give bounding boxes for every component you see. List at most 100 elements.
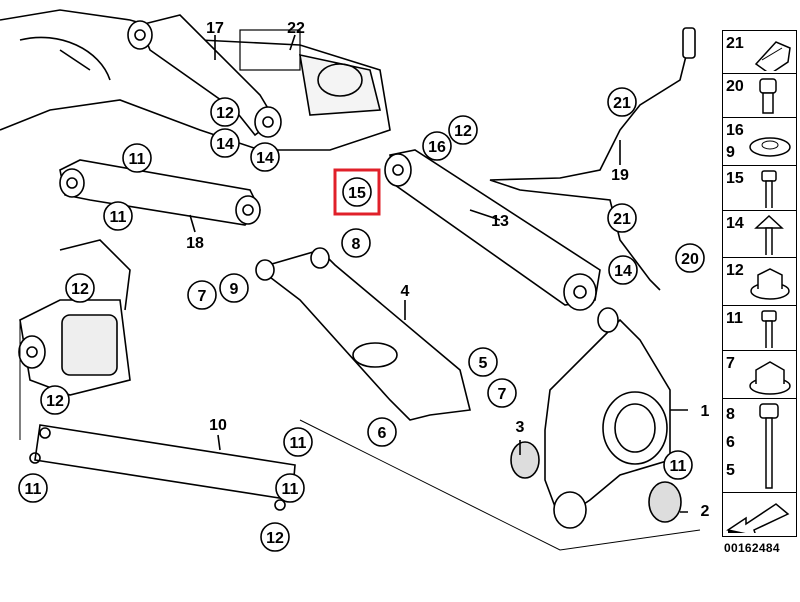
socket-cap-screw-icon	[759, 78, 777, 114]
legend-number: 16	[726, 122, 744, 139]
callout-14: 14	[608, 255, 638, 285]
legend-number: 7	[726, 355, 735, 372]
svg-text:12: 12	[454, 123, 472, 140]
callout-5: 5	[468, 347, 498, 377]
callout-11: 11	[18, 473, 48, 503]
legend-row-numbers: 8 6 5	[726, 401, 735, 485]
legend-number: 6	[726, 434, 735, 451]
callout-4: 4	[401, 283, 410, 300]
callout-11: 11	[122, 143, 152, 173]
legend-number: 9	[726, 144, 735, 161]
svg-text:8: 8	[352, 236, 361, 253]
legend-row-numbers: 20	[726, 76, 744, 98]
svg-text:11: 11	[282, 481, 299, 498]
callout-15: 15	[333, 168, 381, 216]
callout-17: 17	[206, 20, 224, 37]
legend-number: 20	[726, 78, 744, 95]
svg-text:20: 20	[681, 251, 699, 268]
svg-text:11: 11	[290, 435, 307, 452]
callout-7: 7	[487, 378, 517, 408]
callout-10: 10	[209, 417, 227, 434]
callout-11: 11	[283, 427, 313, 457]
legend-row: 20	[723, 74, 796, 118]
legend-number: 8	[726, 406, 735, 423]
legend-number: 15	[726, 170, 744, 187]
hex-bolt-icon	[761, 310, 777, 348]
svg-text:7: 7	[198, 288, 207, 305]
legend-number: 12	[726, 262, 744, 279]
callout-1: 1	[701, 403, 710, 420]
callout-12: 12	[210, 97, 240, 127]
self-locking-nut-icon	[749, 361, 791, 395]
legend-row-numbers: 7	[726, 353, 735, 375]
flange-nut-icon	[750, 268, 790, 300]
legend-row-numbers: 12	[726, 260, 744, 282]
svg-text:12: 12	[46, 393, 64, 410]
legend-row: 11	[723, 306, 796, 351]
legend-row: 14	[723, 211, 796, 258]
legend-row	[723, 493, 796, 536]
callout-11: 11	[103, 201, 133, 231]
legend-row-numbers: 11	[726, 308, 743, 330]
svg-text:11: 11	[129, 151, 146, 168]
callout-21: 21	[607, 87, 637, 117]
part-sketches	[0, 9, 701, 551]
callout-11: 11	[663, 450, 693, 480]
long-hex-bolt-icon	[759, 403, 779, 489]
callout-12: 12	[448, 115, 478, 145]
callout-7: 7	[187, 280, 217, 310]
callout-6: 6	[367, 417, 397, 447]
svg-text:5: 5	[479, 355, 488, 372]
callout-11: 11	[275, 473, 305, 503]
legend-row: 21	[723, 31, 796, 74]
svg-text:6: 6	[378, 425, 387, 442]
callout-22: 22	[287, 20, 305, 37]
callout-9: 9	[219, 273, 249, 303]
svg-text:12: 12	[71, 281, 89, 298]
svg-text:21: 21	[613, 95, 631, 112]
callout-12: 12	[260, 522, 290, 552]
legend-row-numbers: 15	[726, 168, 744, 190]
callout-18: 18	[186, 235, 204, 252]
svg-text:12: 12	[266, 530, 284, 547]
callout-20: 20	[675, 243, 705, 273]
legend-row-numbers: 14	[726, 213, 744, 235]
svg-text:15: 15	[348, 185, 366, 202]
legend-number: 11	[726, 310, 743, 327]
svg-text:11: 11	[670, 458, 687, 475]
svg-text:21: 21	[613, 211, 631, 228]
svg-text:14: 14	[216, 136, 234, 153]
callout-19: 19	[611, 167, 629, 184]
legend-number: 5	[726, 462, 735, 479]
flange-bolt-icon	[754, 214, 784, 255]
svg-text:7: 7	[498, 386, 507, 403]
direction-arrow-icon	[726, 503, 790, 533]
cable-clip-icon	[754, 41, 791, 71]
hex-bolt-icon	[761, 170, 777, 208]
part-number: 00162484	[724, 541, 780, 555]
legend-number: 21	[726, 35, 744, 52]
svg-text:14: 14	[256, 150, 274, 167]
callout-13: 13	[491, 213, 509, 230]
eccentric-washer-icon	[749, 137, 791, 157]
svg-text:16: 16	[428, 139, 446, 156]
legend-row: 7	[723, 351, 796, 399]
legend-row: 8 6 5	[723, 399, 796, 493]
callout-8: 8	[341, 228, 371, 258]
svg-text:14: 14	[614, 263, 632, 280]
svg-text:9: 9	[230, 281, 239, 298]
callout-12: 12	[65, 273, 95, 303]
svg-text:12: 12	[216, 105, 234, 122]
callout-21: 21	[607, 203, 637, 233]
callout-3: 3	[516, 419, 525, 436]
legend-row: 15	[723, 166, 796, 211]
callout-14: 14	[210, 128, 240, 158]
callout-2: 2	[701, 503, 710, 520]
svg-text:11: 11	[25, 481, 42, 498]
legend-row: 12	[723, 258, 796, 306]
callout-14: 14	[250, 142, 280, 172]
